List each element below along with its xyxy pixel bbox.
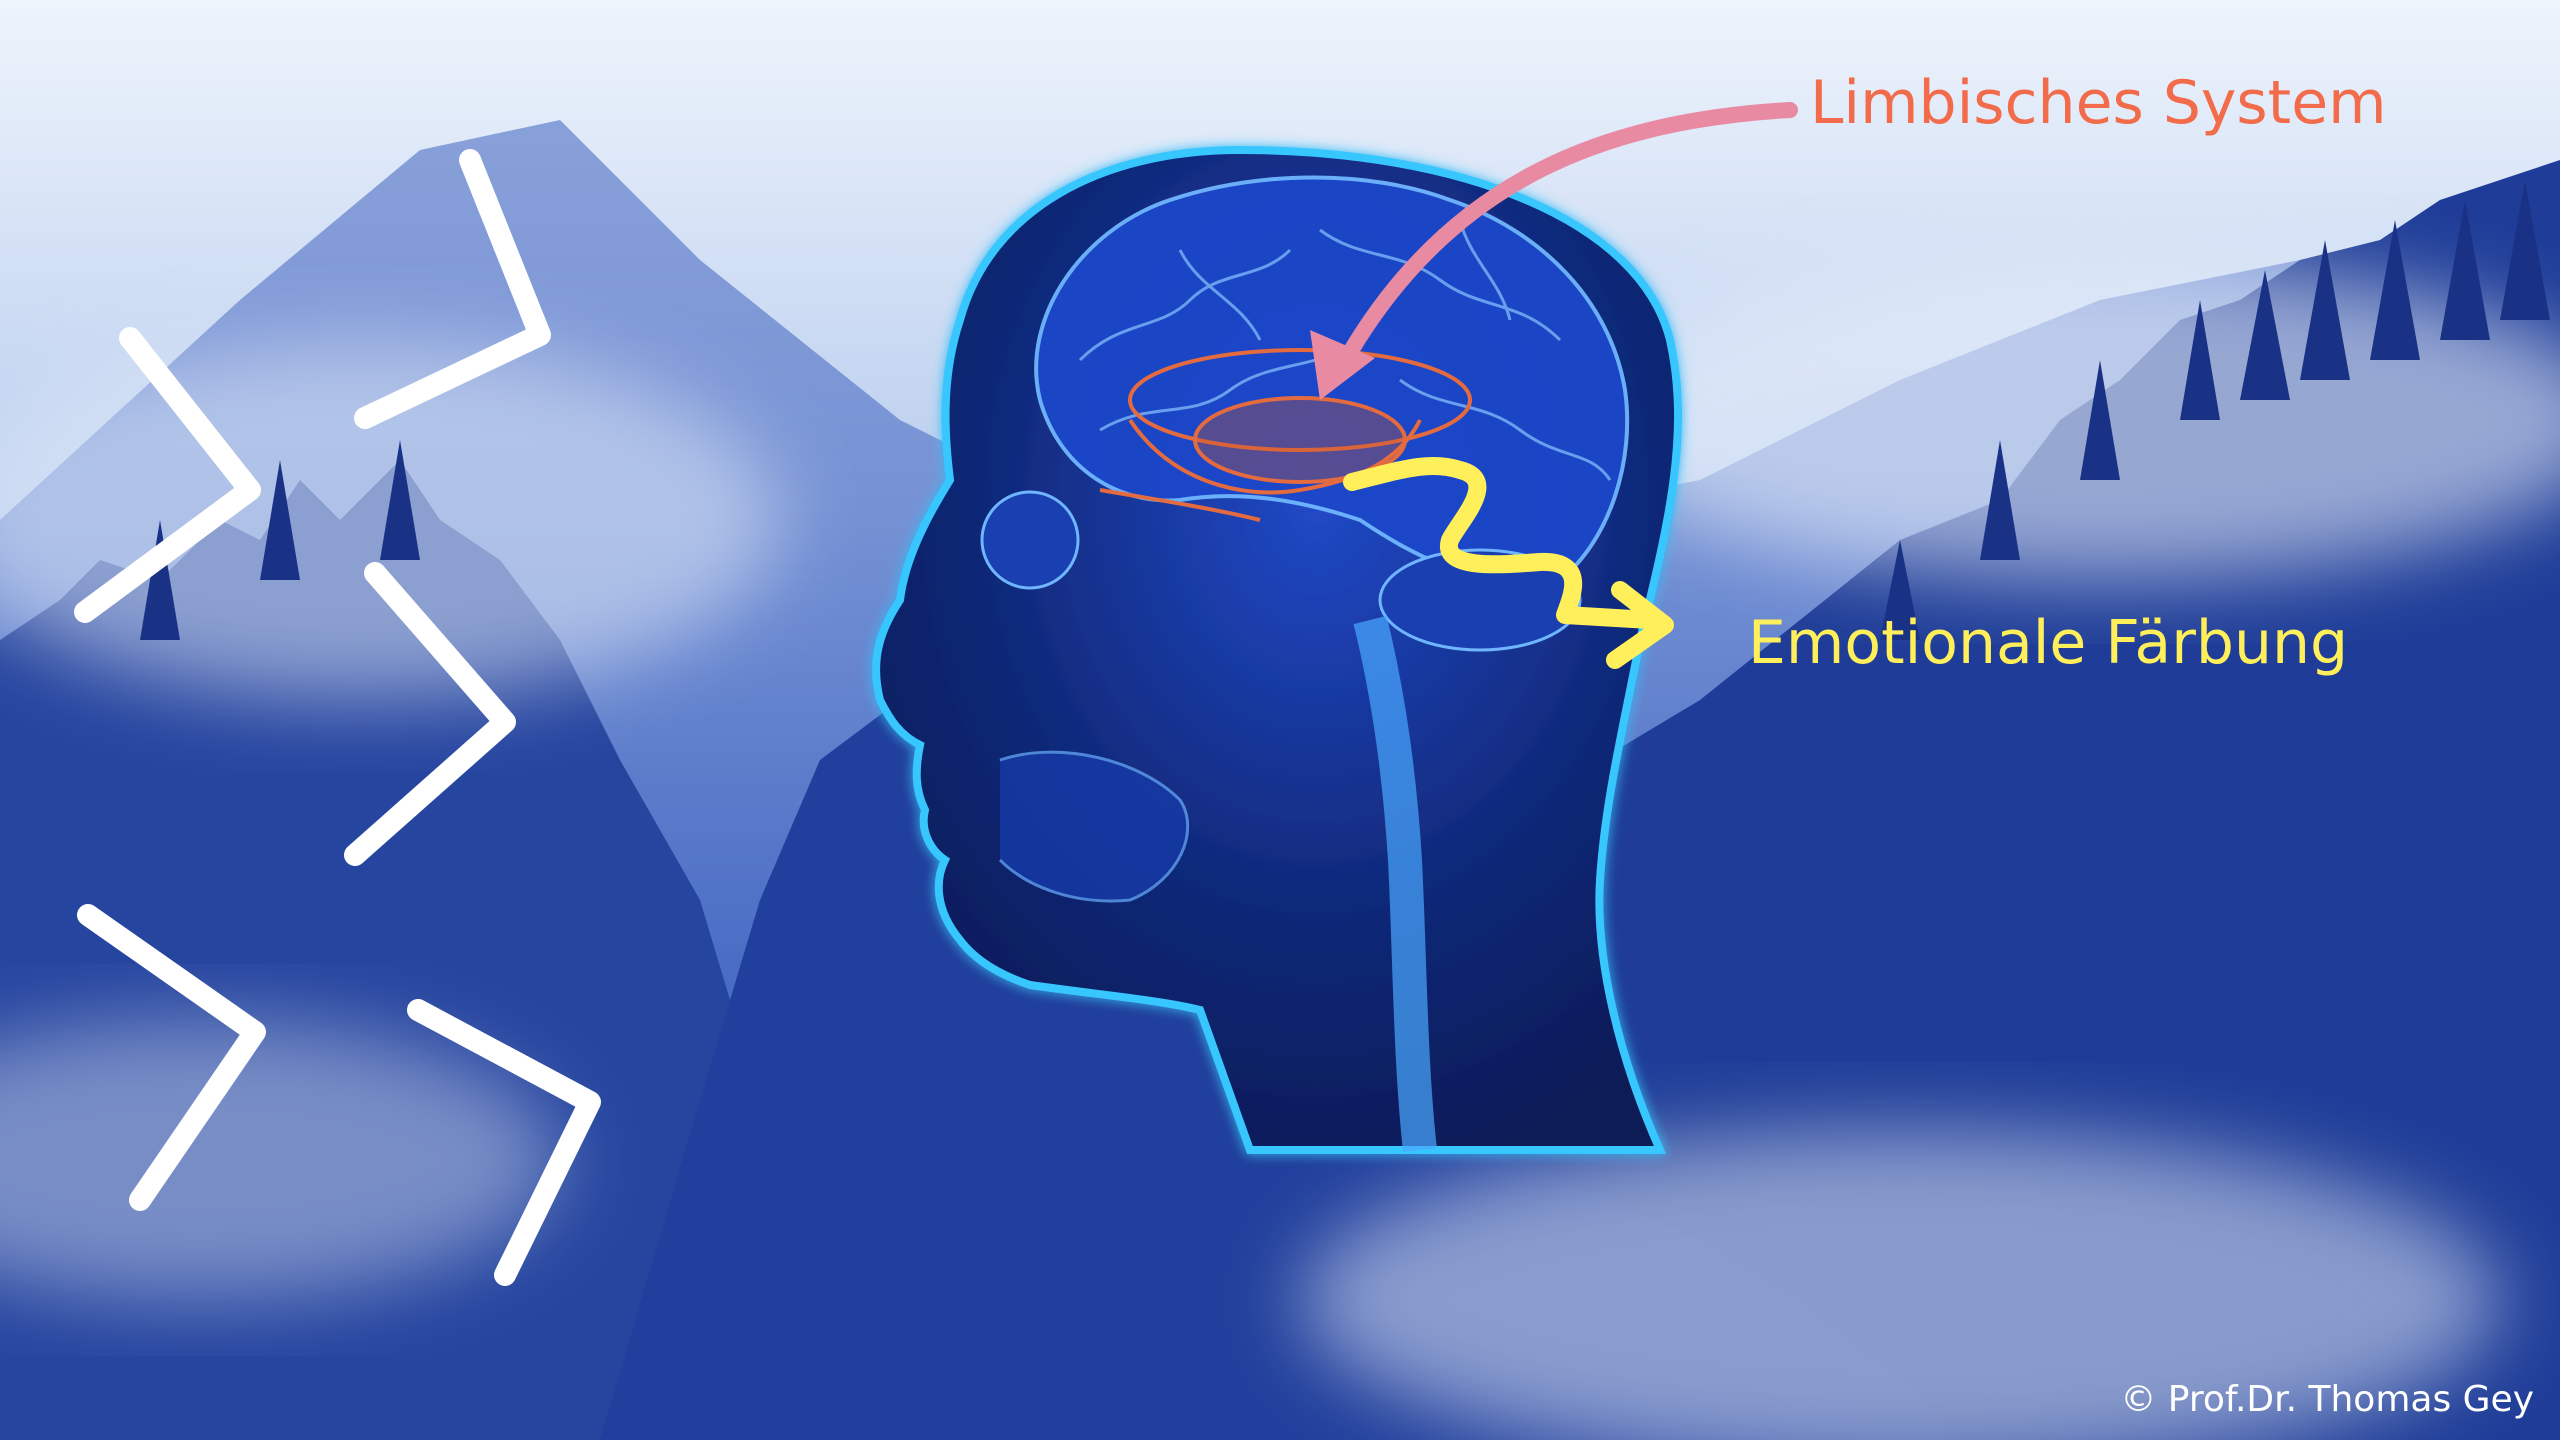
eye [982,492,1078,588]
limbic-system-label: Limbisches System [1810,68,2387,138]
emotional-coloring-label: Emotionale Färbung [1748,608,2348,678]
copyright-notice: © Prof.Dr. Thomas Gey [2120,1379,2534,1420]
